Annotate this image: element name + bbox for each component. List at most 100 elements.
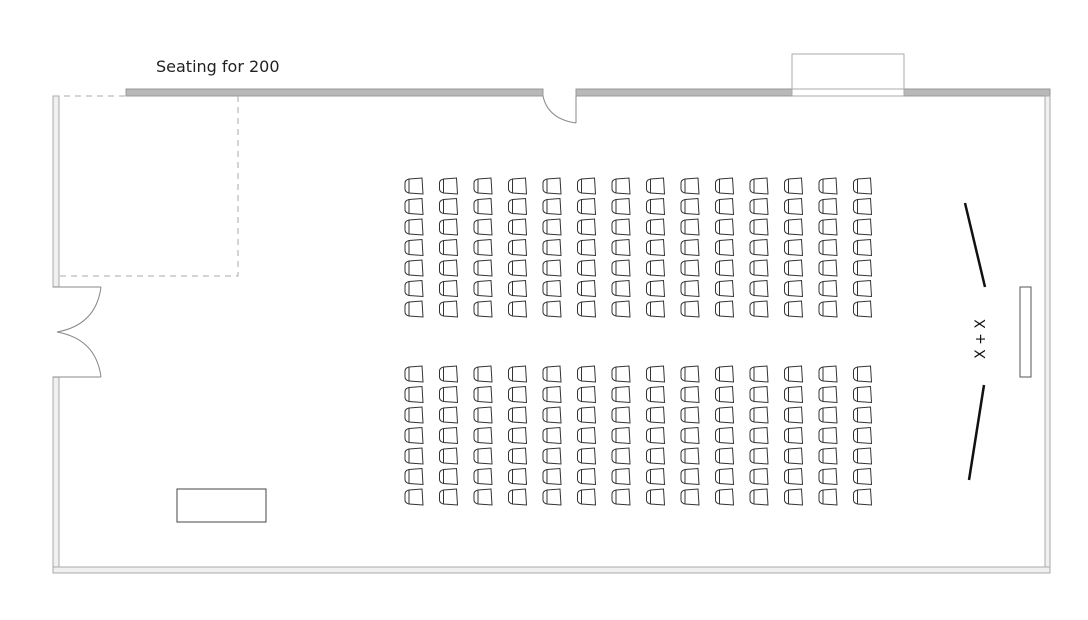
chair [542,447,562,465]
chair [508,218,528,236]
chair [749,279,769,298]
chair [508,426,528,445]
chair [646,488,666,506]
chair [784,467,804,486]
chair [749,259,769,277]
plan-title: Seating for 200 [156,57,280,76]
chair [853,177,873,195]
chair [680,279,700,298]
chair [611,177,631,195]
chair [439,177,459,195]
chairs [404,177,873,506]
chair [542,488,562,506]
chair [473,218,493,236]
chair [508,259,528,277]
chair [818,259,838,277]
chair [473,279,493,298]
chair [749,197,769,216]
chair [784,385,804,404]
chair [715,238,735,257]
chair [404,385,424,404]
chair [611,406,631,424]
chair [715,218,735,236]
chair [680,467,700,486]
chair [577,488,597,506]
chair [749,177,769,195]
chair [646,447,666,465]
table [176,488,267,523]
chair [646,238,666,257]
chair [853,197,873,216]
chair [404,447,424,465]
chair [853,385,873,404]
chair [818,406,838,424]
double-door [53,286,102,378]
chair [818,488,838,506]
chair [680,300,700,318]
chair [611,426,631,445]
chair [473,488,493,506]
top-door [542,95,577,124]
chair [818,447,838,465]
chair [853,259,873,277]
chair [784,238,804,257]
chair [646,406,666,424]
chair [646,426,666,445]
chair [404,259,424,277]
chair [680,406,700,424]
chair [646,197,666,216]
dashed-area-outline [53,95,239,277]
chair [577,177,597,195]
chair [577,238,597,257]
chair [715,365,735,383]
chair [715,406,735,424]
chair [542,197,562,216]
chair [473,300,493,318]
top-wall [125,88,1051,97]
chair [611,467,631,486]
chair [404,406,424,424]
chair [577,447,597,465]
chair [577,279,597,298]
chair [473,177,493,195]
chair [577,467,597,486]
chair [680,238,700,257]
chair [542,238,562,257]
chair [542,300,562,318]
chair [715,259,735,277]
chair [680,218,700,236]
chair [404,238,424,257]
stage-line-bottom [967,384,986,481]
chair [508,197,528,216]
chair [715,300,735,318]
chair [818,177,838,195]
chair [404,279,424,298]
chair [646,279,666,298]
chair [749,300,769,318]
chair [680,259,700,277]
chair [646,365,666,383]
chair [439,300,459,318]
chair [853,426,873,445]
chair [404,488,424,506]
chair [749,238,769,257]
chair [646,467,666,486]
chair [784,177,804,195]
chair [542,279,562,298]
chair [818,426,838,445]
chair [784,365,804,383]
bottom-wall [52,566,1051,574]
chair [611,279,631,298]
chair [818,385,838,404]
chair [439,259,459,277]
chair [404,365,424,383]
chair [508,467,528,486]
chair [680,488,700,506]
chair [611,385,631,404]
chair [542,385,562,404]
chair [439,488,459,506]
chair [508,488,528,506]
chair [473,365,493,383]
chair [853,218,873,236]
chair [749,218,769,236]
